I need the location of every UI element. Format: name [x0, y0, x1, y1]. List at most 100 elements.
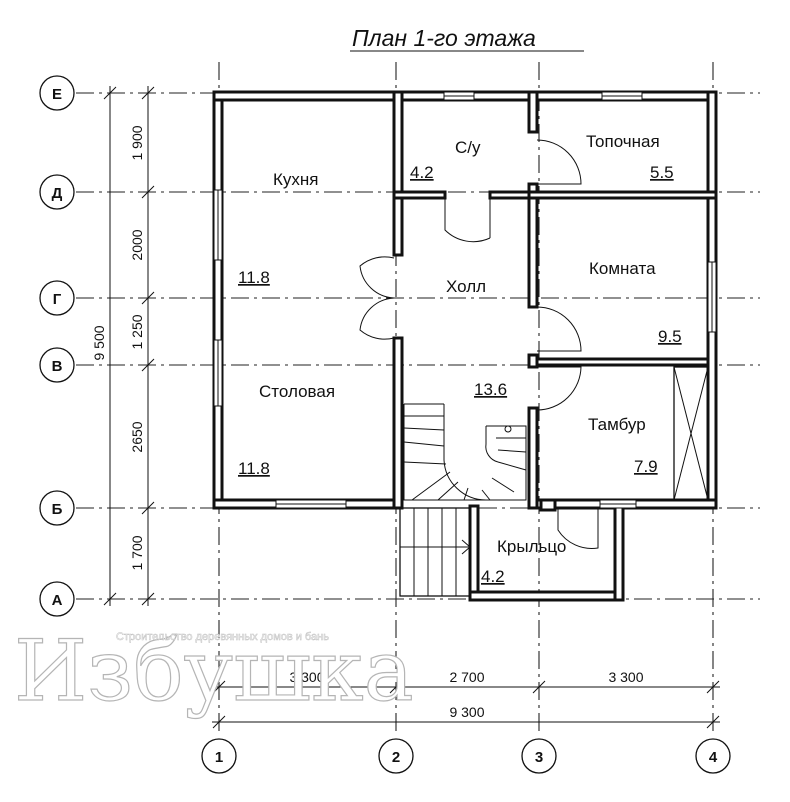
door-boiler	[536, 139, 582, 185]
wardrobe	[673, 366, 709, 501]
axis-label-2: 2	[392, 749, 400, 766]
doors	[359, 139, 599, 549]
axis-label-4: 4	[709, 749, 718, 766]
room-area-kitchen: 11.8	[238, 268, 270, 287]
watermark-tagline: Строительство деревянных домов и бань	[116, 631, 329, 643]
porch-step-arrow	[461, 539, 471, 555]
door-kitchen-lower	[359, 297, 395, 340]
row-dimension-chain: 1 900 2000 1 250 2650 1 700 9 500	[91, 86, 155, 606]
dim-column-total: 9 300	[449, 704, 484, 720]
interior-staircase	[403, 403, 527, 501]
door-vestibule	[536, 366, 582, 411]
wall-porch-bottom	[468, 590, 625, 602]
axis-bubble-d	[39, 174, 75, 210]
windows	[213, 91, 717, 509]
axis-bubble-v	[39, 347, 75, 383]
stair-post	[504, 425, 512, 433]
dim-row-total: 9 500	[91, 325, 107, 360]
dim-e-d: 1 900	[129, 125, 145, 160]
door-kitchen-upper	[359, 256, 395, 299]
column-axis-markers: 1 2 3 4	[201, 738, 731, 774]
wardrobe-cross	[673, 366, 709, 501]
wall-outer-left	[212, 90, 224, 510]
axis-bubble-2	[378, 738, 414, 774]
wall-3-lower	[527, 406, 539, 510]
column-dimension-chain: 3 300 2 700 3 300 9 300	[212, 669, 720, 729]
plan-title: План 1-го этажа	[352, 25, 536, 51]
room-name-dining: Столовая	[259, 382, 335, 401]
stair-winder	[411, 471, 451, 501]
stair-step	[497, 461, 527, 471]
door-wc	[444, 198, 491, 243]
room-area-hall: 13.6	[474, 380, 507, 399]
dim-tick	[141, 592, 155, 606]
porch-steps	[399, 507, 471, 597]
room-area-room: 9.5	[658, 327, 682, 346]
axis-label-v: В	[52, 358, 63, 375]
stair-step	[403, 427, 445, 431]
stair-step	[403, 441, 445, 447]
dim-tick	[212, 680, 226, 694]
room-labels: Кухня 11.8 С/у 4.2 Топочная 5.5 Холл 13.…	[238, 132, 682, 586]
room-area-dining: 11.8	[238, 459, 270, 478]
dim-b-a: 1 700	[129, 535, 145, 570]
stair-inner-rail	[485, 426, 499, 463]
room-name-room: Комната	[589, 259, 656, 278]
stair-step	[403, 461, 447, 465]
dim-d-g: 2000	[129, 229, 145, 260]
dim-tick	[103, 86, 117, 100]
dim-tick	[141, 185, 155, 199]
room-name-hall: Холл	[446, 277, 486, 296]
watermark-logo-text: Избушка	[14, 622, 414, 720]
stair-winder	[491, 477, 515, 493]
room-area-porch: 4.2	[481, 567, 505, 586]
dim-tick	[389, 680, 403, 694]
dim-tick	[141, 501, 155, 515]
room-name-vestibule: Тамбур	[588, 415, 646, 434]
axis-bubble-g	[39, 280, 75, 316]
dim-tick	[141, 86, 155, 100]
room-name-porch: Крыльцо	[497, 537, 566, 556]
dim-tick	[103, 592, 117, 606]
room-name-wc: С/у	[455, 138, 481, 157]
wardrobe-outline	[673, 366, 709, 501]
wall-porch-right	[613, 504, 625, 602]
axis-label-d: Д	[52, 185, 63, 202]
dim-3-4: 3 300	[608, 669, 643, 685]
dim-g-v: 1 250	[129, 314, 145, 349]
door-entrance	[557, 508, 599, 549]
room-area-wc: 4.2	[410, 163, 434, 182]
row-axis-markers: Е Д Г В Б А	[39, 75, 75, 617]
room-name-kitchen: Кухня	[273, 170, 319, 189]
stair-outline	[403, 404, 527, 501]
watermark-logo: Избушка Строительство деревянных домов и…	[13, 621, 414, 720]
axis-label-g: Г	[53, 291, 62, 308]
column-axis-lines	[218, 62, 714, 735]
porch-steps-outline	[399, 507, 471, 597]
wall-porch-pier	[539, 498, 557, 512]
axis-bubble-e	[39, 75, 75, 111]
dim-tick	[141, 291, 155, 305]
dim-1-2: 3 300	[289, 669, 324, 685]
dim-tick	[706, 715, 720, 729]
stair-step	[497, 449, 527, 453]
axis-bubble-a	[39, 581, 75, 617]
stair-winder	[463, 487, 469, 501]
axis-bubble-4	[695, 738, 731, 774]
dim-v-b: 2650	[129, 421, 145, 452]
dim-tick	[706, 680, 720, 694]
wall-3-mid	[527, 182, 539, 309]
wall-room-bottom	[535, 357, 710, 367]
wall-3-top	[527, 90, 539, 134]
axis-label-b: Б	[52, 501, 63, 518]
wall-2-upper	[392, 90, 404, 257]
axis-label-e: Е	[52, 86, 62, 103]
door-room	[536, 306, 582, 352]
wall-boiler-bottom	[527, 190, 718, 200]
stair-winder	[481, 489, 491, 501]
axis-bubble-b	[39, 490, 75, 526]
stair-inner-rail	[443, 404, 487, 501]
dim-2-3: 2 700	[449, 669, 484, 685]
wall-2-lower	[392, 336, 404, 510]
